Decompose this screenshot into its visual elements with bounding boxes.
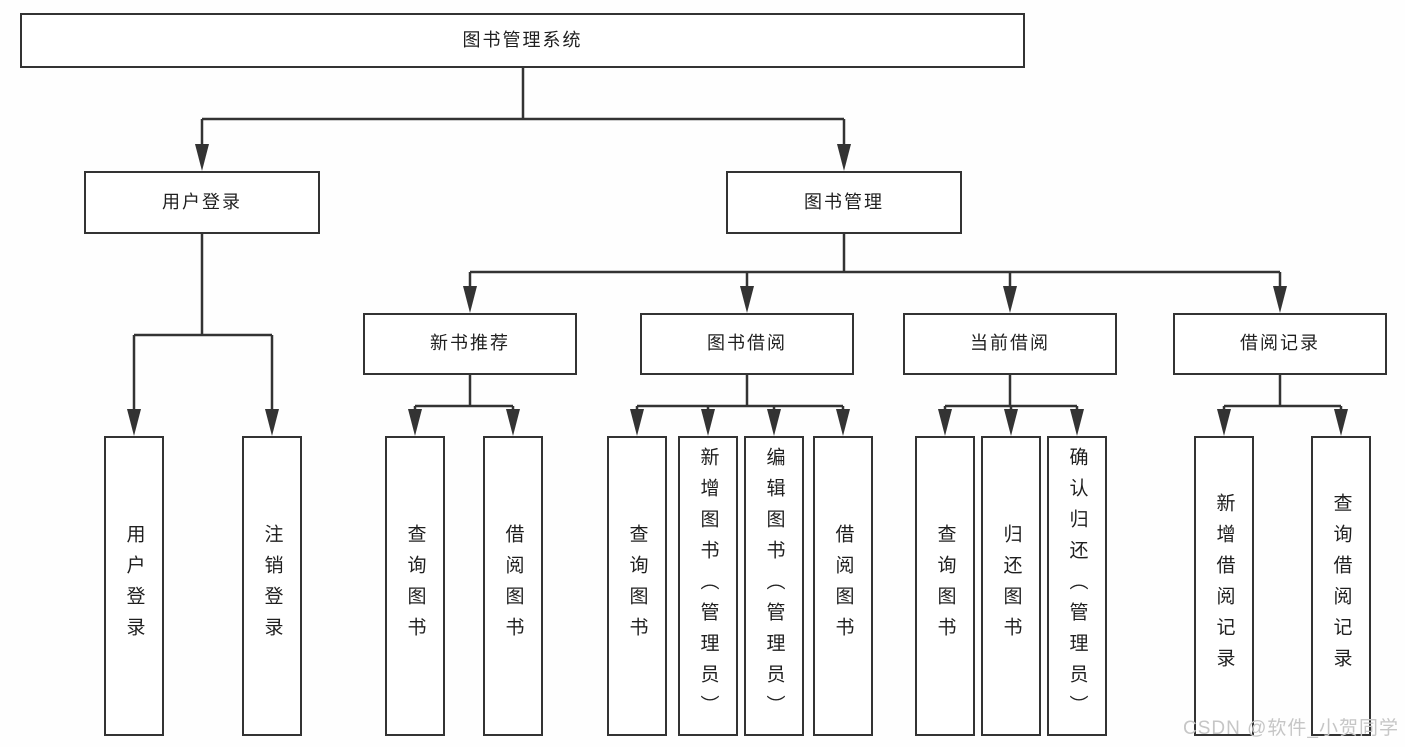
arrow-down-icon [463,286,477,313]
node-add-books-admin: 新增图书（管理员） [678,436,738,736]
node-library-management-system: 图书管理系统 [20,13,1025,68]
arrow-down-icon [408,409,422,436]
arrow-down-icon [1334,409,1348,436]
node-book-management-branch: 图书管理 [726,171,962,234]
node-current-borrowing: 当前借阅 [903,313,1117,375]
node-query-books-current: 查询图书 [915,436,975,736]
arrow-down-icon [1273,286,1287,313]
arrow-down-icon [630,409,644,436]
arrow-down-icon [1003,286,1017,313]
arrow-down-icon [837,144,851,171]
node-add-borrow-record: 新增借阅记录 [1194,436,1254,736]
arrow-down-icon [506,409,520,436]
node-book-borrowing: 图书借阅 [640,313,854,375]
node-user-login-branch: 用户登录 [84,171,320,234]
node-new-book-recommendation: 新书推荐 [363,313,577,375]
node-query-borrow-record: 查询借阅记录 [1311,436,1371,736]
arrow-down-icon [195,144,209,171]
node-borrow-books-recommend: 借阅图书 [483,436,543,736]
node-confirm-return-admin: 确认归还（管理员） [1047,436,1107,736]
arrow-down-icon [1004,409,1018,436]
node-borrowing-records: 借阅记录 [1173,313,1387,375]
arrow-down-icon [265,409,279,436]
node-query-books-recommend: 查询图书 [385,436,445,736]
node-logout-leaf: 注销登录 [242,436,302,736]
arrow-down-icon [701,409,715,436]
node-borrow-books-leaf: 借阅图书 [813,436,873,736]
node-user-login-leaf: 用户登录 [104,436,164,736]
arrow-down-icon [767,409,781,436]
arrow-down-icon [1217,409,1231,436]
node-query-books-borrow: 查询图书 [607,436,667,736]
arrow-down-icon [1070,409,1084,436]
arrow-down-icon [740,286,754,313]
arrow-down-icon [938,409,952,436]
arrow-down-icon [836,409,850,436]
arrow-down-icon [127,409,141,436]
node-edit-books-admin: 编辑图书（管理员） [744,436,804,736]
node-return-books: 归还图书 [981,436,1041,736]
